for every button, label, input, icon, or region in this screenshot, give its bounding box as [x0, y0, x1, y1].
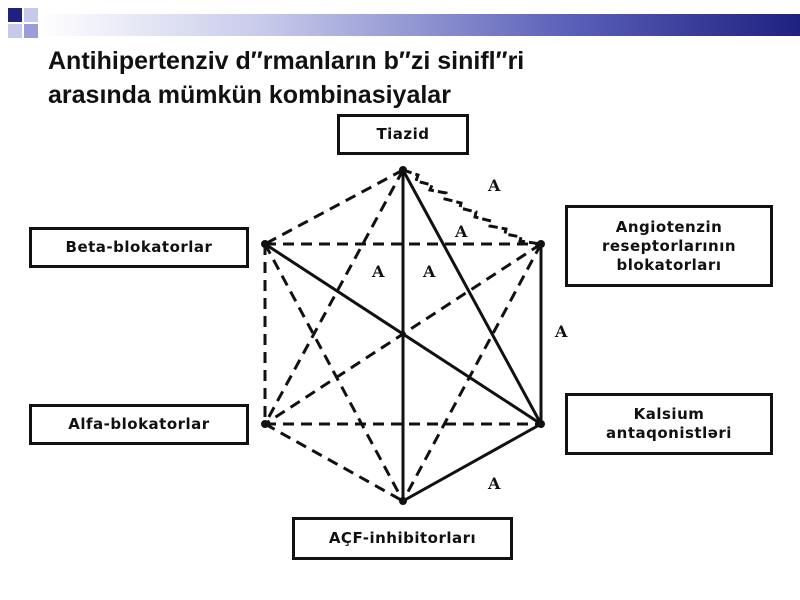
edge-label-beta-arb-left: A — [371, 262, 385, 281]
vertex-dot — [399, 166, 407, 174]
node-acf-label: AÇF-inhibitorları — [328, 529, 477, 547]
node-tiazid: Tiazid — [337, 114, 469, 155]
slide-title: Antihipertenziv d″rmanların b″zi sinifl″… — [48, 44, 768, 112]
node-beta-label: Beta-blokatorlar — [65, 238, 213, 256]
edge-label-beta-arb-right: A — [422, 262, 436, 281]
title-bar-decoration — [0, 0, 800, 40]
decor-square-dark — [8, 8, 22, 22]
edge-tiazid-kalsium — [401, 169, 543, 425]
node-alfa-label: Alfa-blokatorlar — [68, 415, 210, 433]
vertex-dot — [261, 240, 269, 248]
node-arb-line-3: blokatorları — [616, 255, 722, 274]
edge-arb-alfa — [264, 242, 542, 426]
edge-label-kalsium-acf: A — [487, 474, 501, 493]
edge-label-tiazid-arb: A — [487, 176, 501, 195]
edge-label-tiazid-kalsium: A — [454, 222, 468, 241]
node-angiotenzin-receptor-blockers: Angiotenzin reseptorlarının blokatorları — [565, 205, 773, 287]
edge-beta-acf — [263, 243, 405, 502]
node-arb-line-1: Angiotenzin — [615, 217, 723, 236]
edge-kalsium-acf — [402, 422, 542, 503]
edge-label-arb-kalsium: A — [554, 322, 568, 341]
node-alfa-blockers: Alfa-blokatorlar — [29, 404, 249, 445]
edge-alfa-acf — [264, 422, 404, 503]
node-beta-blockers: Beta-blokatorlar — [29, 227, 249, 268]
dashed-connections — [263, 168, 543, 503]
decor-square-light — [24, 8, 38, 22]
node-tiazid-label: Tiazid — [376, 125, 430, 143]
vertex-dot — [399, 497, 407, 505]
vertex-dot — [261, 420, 269, 428]
edge-arb-acf — [401, 243, 543, 502]
node-ace-inhibitors: AÇF-inhibitorları — [292, 517, 513, 560]
vertex-dot — [537, 240, 545, 248]
edge-tiazid-beta — [264, 168, 404, 246]
title-gradient-band — [40, 14, 800, 36]
vertex-dot — [537, 420, 545, 428]
edge-tiazid-arb-rough — [402, 168, 542, 246]
edge-tiazid-alfa — [263, 169, 405, 425]
vertex-dots — [261, 166, 545, 505]
slide-title-line-2: arasında mümkün kombinasiyalar — [48, 81, 451, 109]
node-calcium-antagonists: Kalsium antaqonistləri — [565, 393, 773, 455]
node-kalsium-line-1: Kalsium — [633, 405, 705, 423]
decor-square-light — [8, 24, 22, 38]
node-arb-line-2: reseptorlarının — [601, 236, 737, 255]
decor-square-mid — [24, 24, 38, 38]
slide-title-line-1: Antihipertenziv d″rmanların b″zi sinifl″… — [48, 47, 525, 75]
node-kalsium-line-2: antaqonistləri — [606, 424, 732, 442]
